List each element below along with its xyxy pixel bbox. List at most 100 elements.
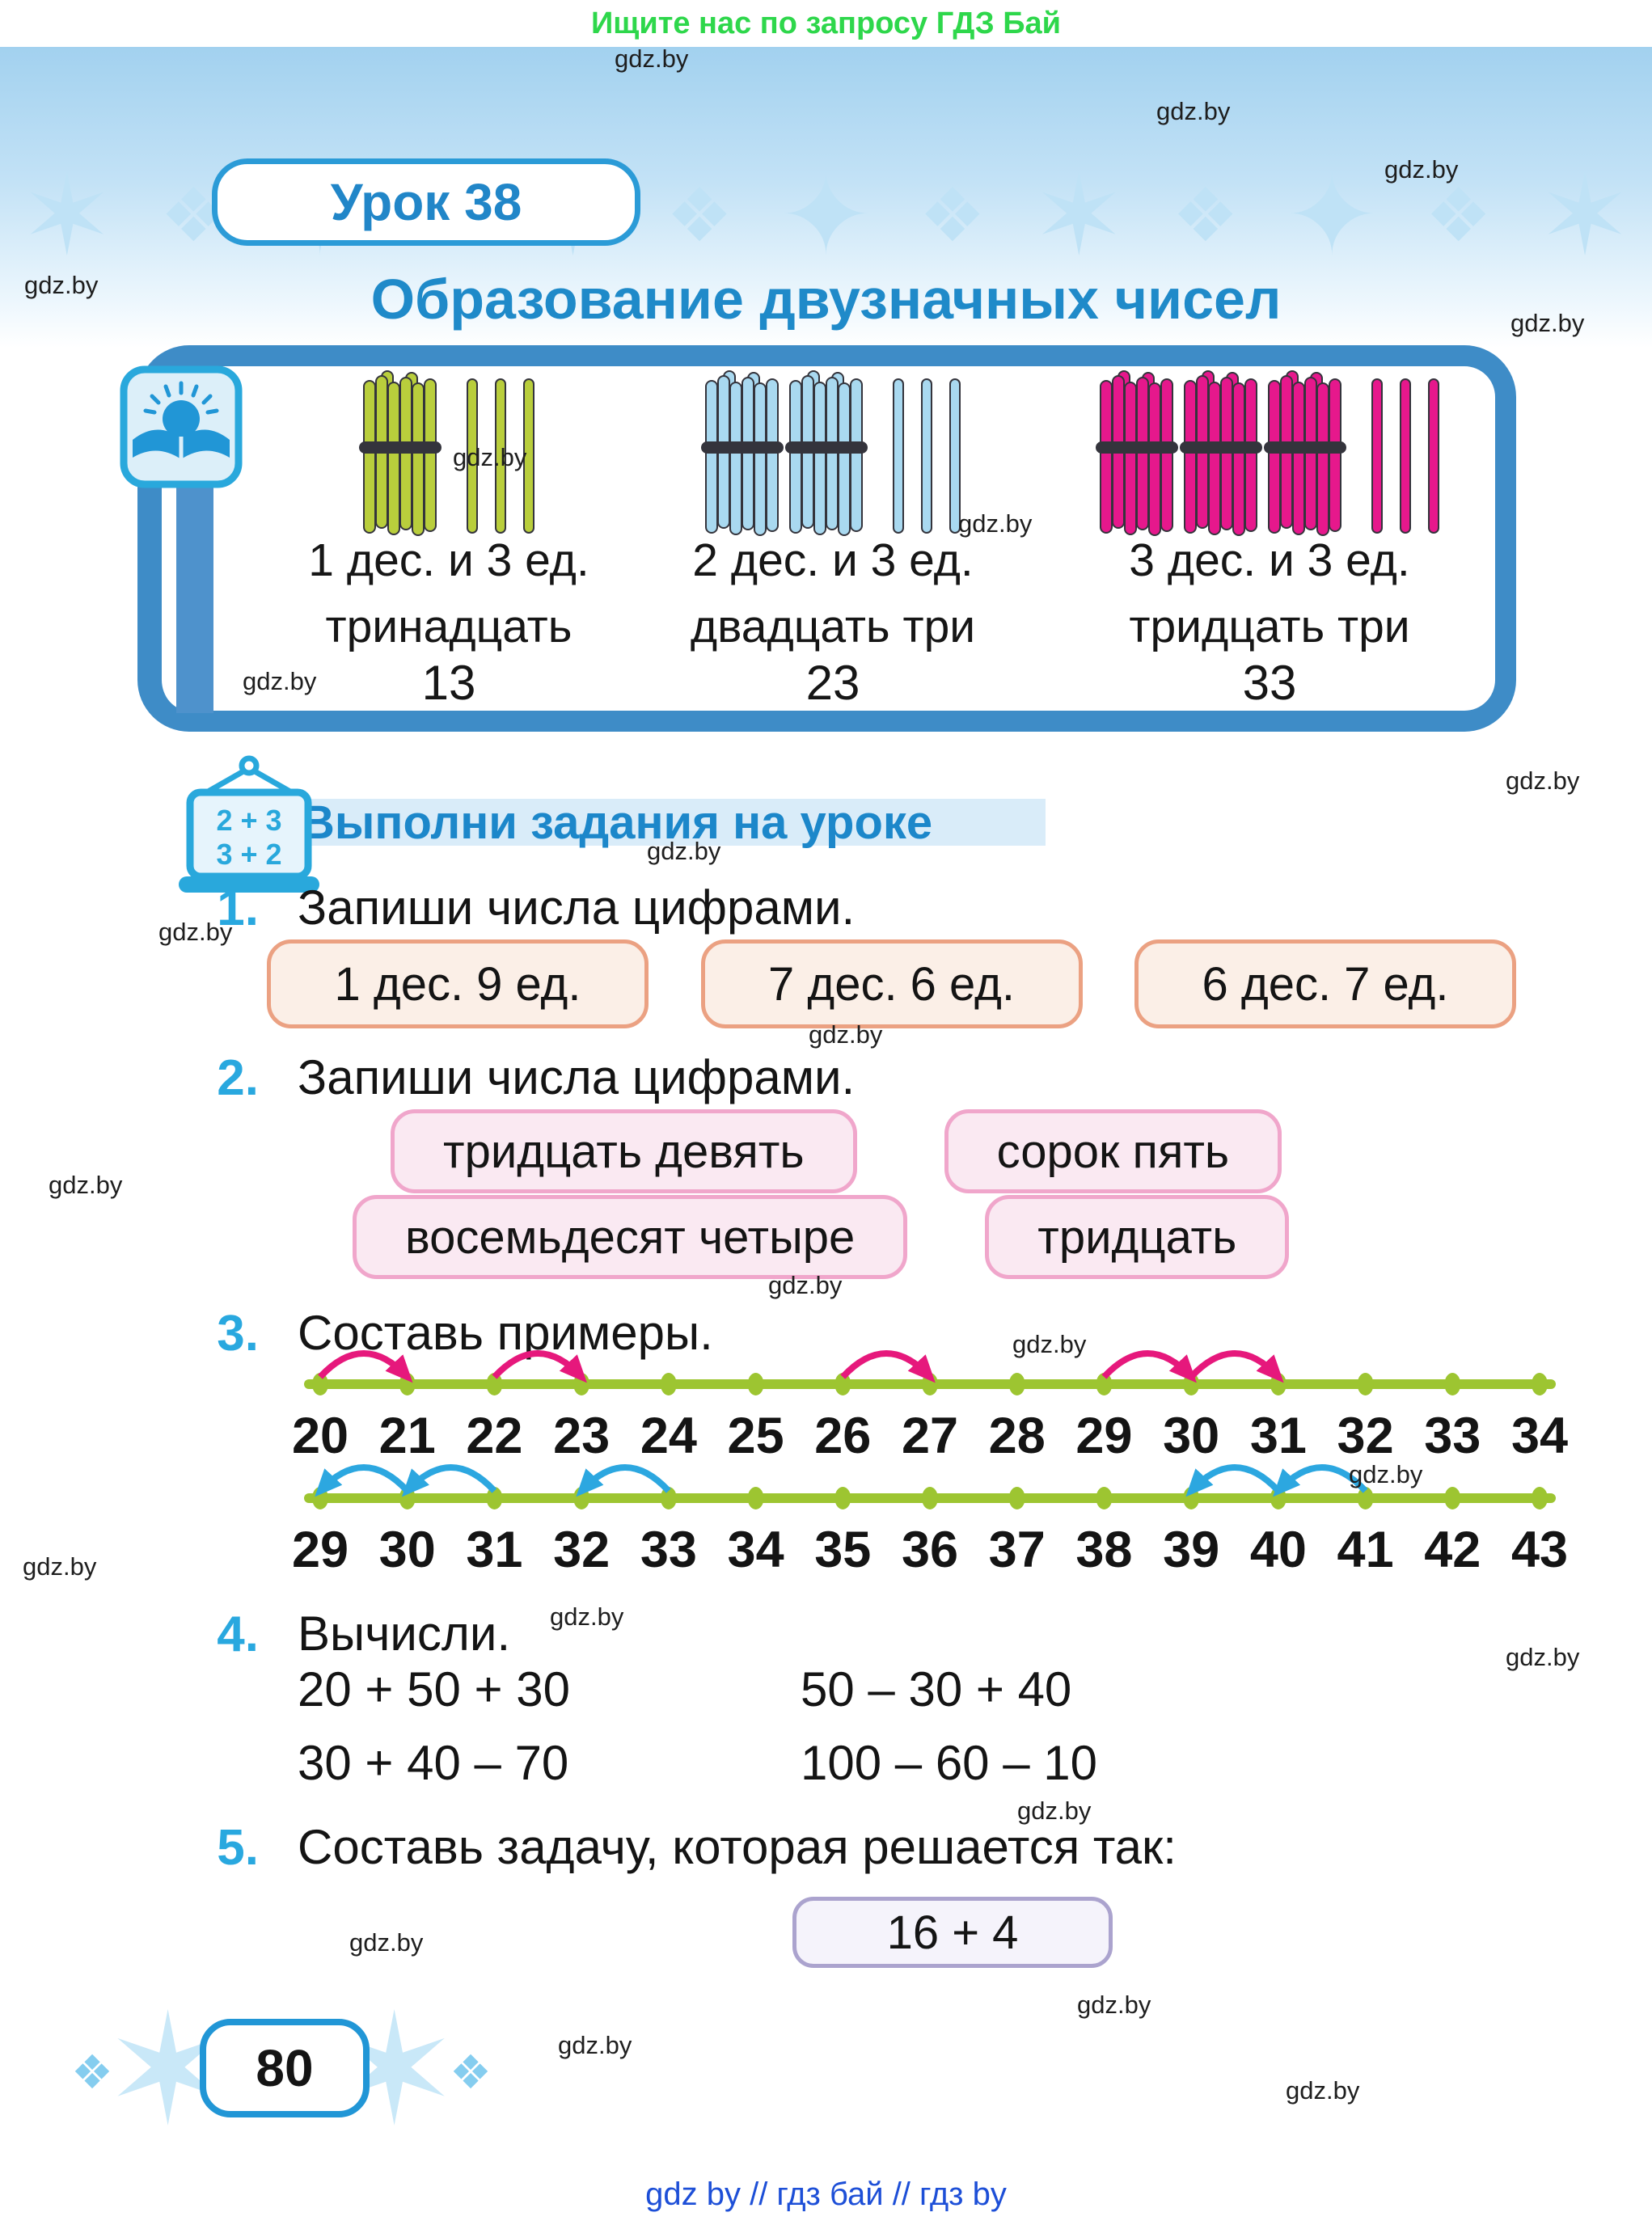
group-number: 33: [1242, 656, 1297, 710]
task5-expression-box: 16 + 4: [792, 1897, 1113, 1968]
svg-text:31: 31: [466, 1522, 522, 1578]
hop-arrow: [401, 1464, 497, 1497]
snowflake-diamond-icon: ❖: [450, 2045, 492, 2100]
watermark: gdz.by: [158, 918, 233, 946]
watermark: gdz.by: [1506, 1643, 1580, 1671]
stick-bundle: [359, 370, 442, 536]
svg-text:30: 30: [1163, 1408, 1219, 1464]
watermark: gdz.by: [243, 667, 317, 695]
logo-pole: [176, 477, 213, 713]
task-board-icon: 2 + 3 3 + 2: [172, 755, 326, 902]
watermark: gdz.by: [453, 443, 527, 471]
hop-arrow: [1101, 1350, 1197, 1383]
svg-text:34: 34: [728, 1522, 784, 1578]
watermark: gdz.by: [958, 509, 1033, 538]
watermark: gdz.by: [1017, 1796, 1092, 1825]
board-sum-1: 2 + 3: [216, 804, 282, 837]
hop-arrow: [318, 1350, 413, 1383]
task4-expression: 100 – 60 – 10: [801, 1736, 1098, 1790]
task3-number: 3.: [217, 1306, 259, 1362]
snowflake-diamond-icon: ❖: [71, 2045, 113, 2100]
page-number-badge: 80: [200, 2019, 370, 2117]
task1-number: 1.: [217, 880, 259, 936]
watermark: gdz.by: [1012, 1330, 1087, 1358]
board-sum-2: 3 + 2: [216, 838, 282, 871]
watermark: gdz.by: [550, 1602, 624, 1631]
svg-text:37: 37: [989, 1522, 1046, 1578]
folk-star-ornament-icon: ❖: [665, 172, 733, 259]
task2-word-box: тридцать: [985, 1195, 1290, 1279]
hop-arrow: [492, 1350, 587, 1383]
lesson-badge-label: Урок 38: [330, 173, 522, 231]
svg-text:29: 29: [1075, 1408, 1132, 1464]
svg-text:42: 42: [1424, 1522, 1481, 1578]
svg-text:41: 41: [1337, 1522, 1394, 1578]
svg-text:30: 30: [379, 1522, 436, 1578]
watermark: gdz.by: [558, 2031, 632, 2059]
task1-answer-box: 6 дес. 7 ед.: [1134, 939, 1516, 1028]
stick-bundle: [1264, 370, 1346, 536]
task1-boxes: 1 дес. 9 ед. 7 дес. 6 ед. 6 дес. 7 ед.: [267, 939, 1516, 1028]
task2-word-box: сорок пять: [944, 1109, 1282, 1193]
folk-star-ornament-icon: ✶: [1032, 150, 1126, 281]
watermark: gdz.by: [647, 837, 721, 865]
folk-star-ornament-icon: ❖: [1172, 172, 1239, 259]
svg-text:32: 32: [1337, 1408, 1394, 1464]
svg-text:34: 34: [1511, 1408, 1568, 1464]
hop-arrow: [1273, 1464, 1368, 1497]
task1-answer-box: 1 дес. 9 ед.: [267, 939, 649, 1028]
section-heading: Выполни задания на уроке: [301, 796, 933, 849]
svg-text:40: 40: [1250, 1522, 1307, 1578]
task5-text: Составь задачу, которая решается так:: [298, 1820, 1177, 1874]
svg-text:35: 35: [814, 1522, 871, 1578]
task4-expression: 20 + 50 + 30: [298, 1662, 570, 1716]
task2-number: 2.: [217, 1050, 259, 1106]
svg-text:23: 23: [553, 1408, 610, 1464]
svg-text:31: 31: [1250, 1408, 1307, 1464]
task2-boxes-row2: восемьдесят четыре тридцать: [353, 1195, 1290, 1279]
watermark: gdz.by: [1506, 766, 1580, 795]
page-title: Образование двузначных чисел: [370, 268, 1282, 331]
folk-star-ornament-icon: ❖: [1425, 172, 1492, 259]
task2-word-box: восемьдесят четыре: [353, 1195, 908, 1279]
single-sticks: [893, 370, 961, 534]
watermark: gdz.by: [615, 44, 689, 73]
watermark: gdz.by: [1349, 1460, 1423, 1488]
svg-text:38: 38: [1075, 1522, 1132, 1578]
task1-answer-box: 7 дес. 6 ед.: [700, 939, 1083, 1028]
svg-text:29: 29: [292, 1522, 349, 1578]
hop-arrow: [1189, 1350, 1284, 1383]
group-caption-decomposition: 2 дес. и 3 ед.: [692, 534, 974, 586]
footer-links[interactable]: gdz by // гдз бай // гдз by: [645, 2176, 1007, 2212]
task4-expression: 50 – 30 + 40: [801, 1662, 1072, 1716]
lesson-badge: Урок 38: [212, 158, 640, 246]
group-caption-decomposition: 1 дес. и 3 ед.: [308, 534, 589, 586]
task5-number: 5.: [217, 1820, 259, 1876]
svg-text:43: 43: [1511, 1522, 1568, 1578]
svg-text:22: 22: [466, 1408, 522, 1464]
top-banner-text: Ищите нас по запросу ГДЗ Бай: [590, 6, 1062, 40]
hop-arrow: [840, 1350, 936, 1383]
watermark: gdz.by: [809, 1020, 883, 1049]
stick-bundle: [785, 370, 868, 536]
stick-bundle: [701, 370, 784, 536]
watermark: gdz.by: [349, 1928, 424, 1957]
svg-text:33: 33: [640, 1522, 697, 1578]
stick-bundle: [1180, 370, 1262, 536]
group-caption-decomposition: 3 дес. и 3 ед.: [1129, 534, 1410, 586]
svg-text:21: 21: [379, 1408, 436, 1464]
watermark: gdz.by: [1156, 97, 1231, 125]
folk-star-ornament-icon: ✶: [1538, 150, 1632, 281]
svg-text:24: 24: [640, 1408, 697, 1464]
group-number: 23: [805, 656, 860, 710]
single-sticks: [1371, 370, 1439, 534]
folk-star-ornament-icon: ✦: [1285, 150, 1379, 281]
watermark: gdz.by: [24, 271, 99, 299]
group-caption-word: двадцать три: [690, 601, 976, 652]
task2-text: Запиши числа цифрами.: [298, 1050, 856, 1104]
